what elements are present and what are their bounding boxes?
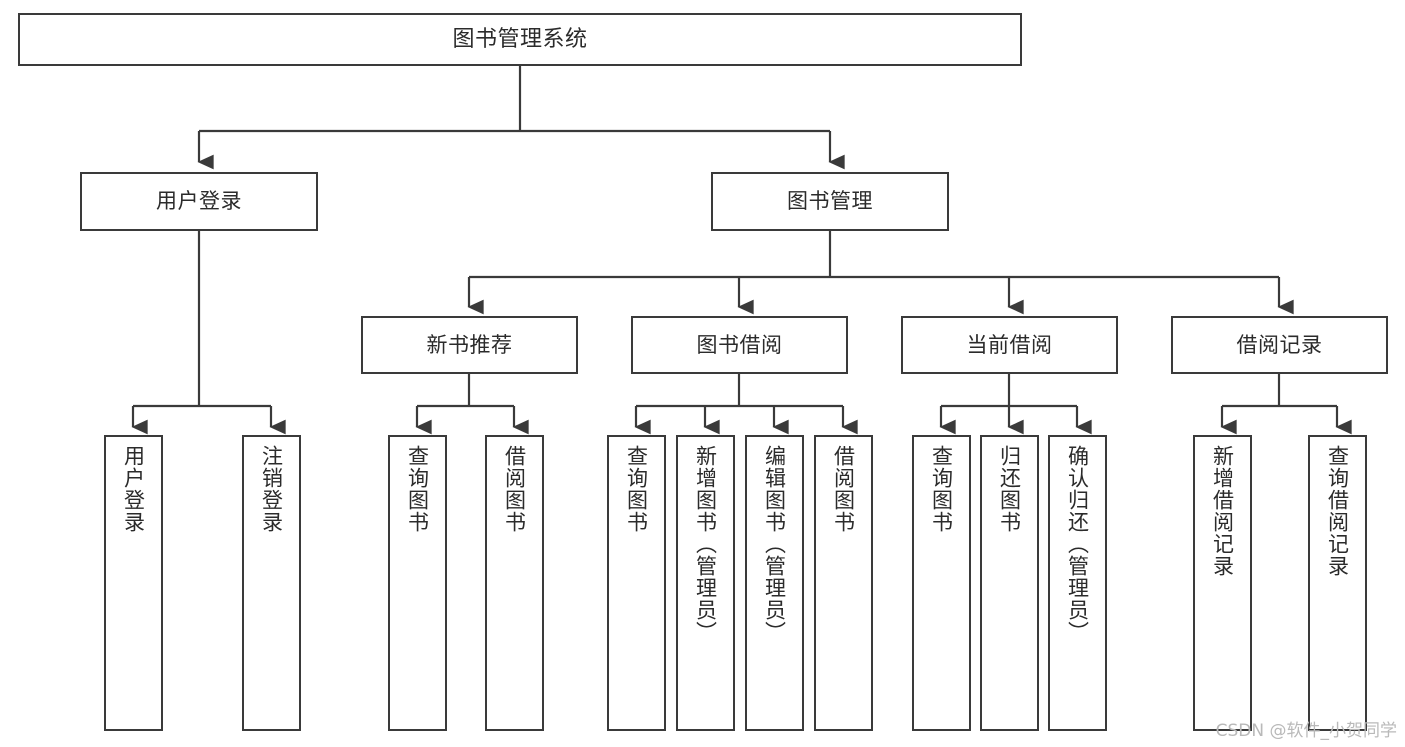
node-new-book-recommendation[interactable]: 新书推荐	[361, 316, 578, 374]
node-label: 借阅记录	[1236, 332, 1323, 357]
watermark-text: CSDN @软件_小贺同学	[1215, 721, 1397, 741]
node-label: 图书借阅	[696, 332, 783, 357]
leaf-borrow-books-recommendation[interactable]: 借阅图书	[485, 435, 544, 731]
node-label: 编辑图书（管理员）	[762, 445, 787, 643]
node-label: 借阅图书	[502, 445, 527, 533]
node-label: 确认归还（管理员）	[1065, 445, 1090, 643]
node-label: 借阅图书	[831, 445, 856, 533]
node-borrowing-records[interactable]: 借阅记录	[1171, 316, 1388, 374]
leaf-return-books[interactable]: 归还图书	[980, 435, 1039, 731]
leaf-add-book-admin[interactable]: 新增图书（管理员）	[676, 435, 735, 731]
leaf-query-books-recommendation[interactable]: 查询图书	[388, 435, 447, 731]
leaf-borrow-books-borrowing[interactable]: 借阅图书	[814, 435, 873, 731]
node-label: 图书管理	[787, 189, 873, 214]
leaf-logout[interactable]: 注销登录	[242, 435, 301, 731]
node-label: 新增图书（管理员）	[693, 445, 718, 643]
node-current-borrowing[interactable]: 当前借阅	[901, 316, 1118, 374]
node-book-borrowing[interactable]: 图书借阅	[631, 316, 848, 374]
node-user-login[interactable]: 用户登录	[80, 172, 318, 231]
node-label: 查询图书	[405, 445, 430, 533]
leaf-query-borrowing-record[interactable]: 查询借阅记录	[1308, 435, 1367, 731]
node-label: 注销登录	[259, 445, 284, 533]
node-label: 查询借阅记录	[1325, 445, 1350, 577]
node-label: 归还图书	[997, 445, 1022, 533]
node-label: 查询图书	[624, 445, 649, 533]
leaf-add-borrowing-record[interactable]: 新增借阅记录	[1193, 435, 1252, 731]
leaf-confirm-return-admin[interactable]: 确认归还（管理员）	[1048, 435, 1107, 731]
node-label: 查询图书	[929, 445, 954, 533]
leaf-user-login[interactable]: 用户登录	[104, 435, 163, 731]
node-label: 新增借阅记录	[1210, 445, 1235, 577]
node-label: 新书推荐	[426, 332, 513, 357]
leaf-query-books-current[interactable]: 查询图书	[912, 435, 971, 731]
leaf-edit-book-admin[interactable]: 编辑图书（管理员）	[745, 435, 804, 731]
node-label: 图书管理系统	[452, 26, 588, 52]
node-label: 用户登录	[121, 445, 146, 533]
node-book-management[interactable]: 图书管理	[711, 172, 949, 231]
node-label: 用户登录	[156, 189, 242, 214]
node-root-book-management-system[interactable]: 图书管理系统	[18, 13, 1022, 66]
leaf-query-books-borrowing[interactable]: 查询图书	[607, 435, 666, 731]
node-label: 当前借阅	[966, 332, 1053, 357]
